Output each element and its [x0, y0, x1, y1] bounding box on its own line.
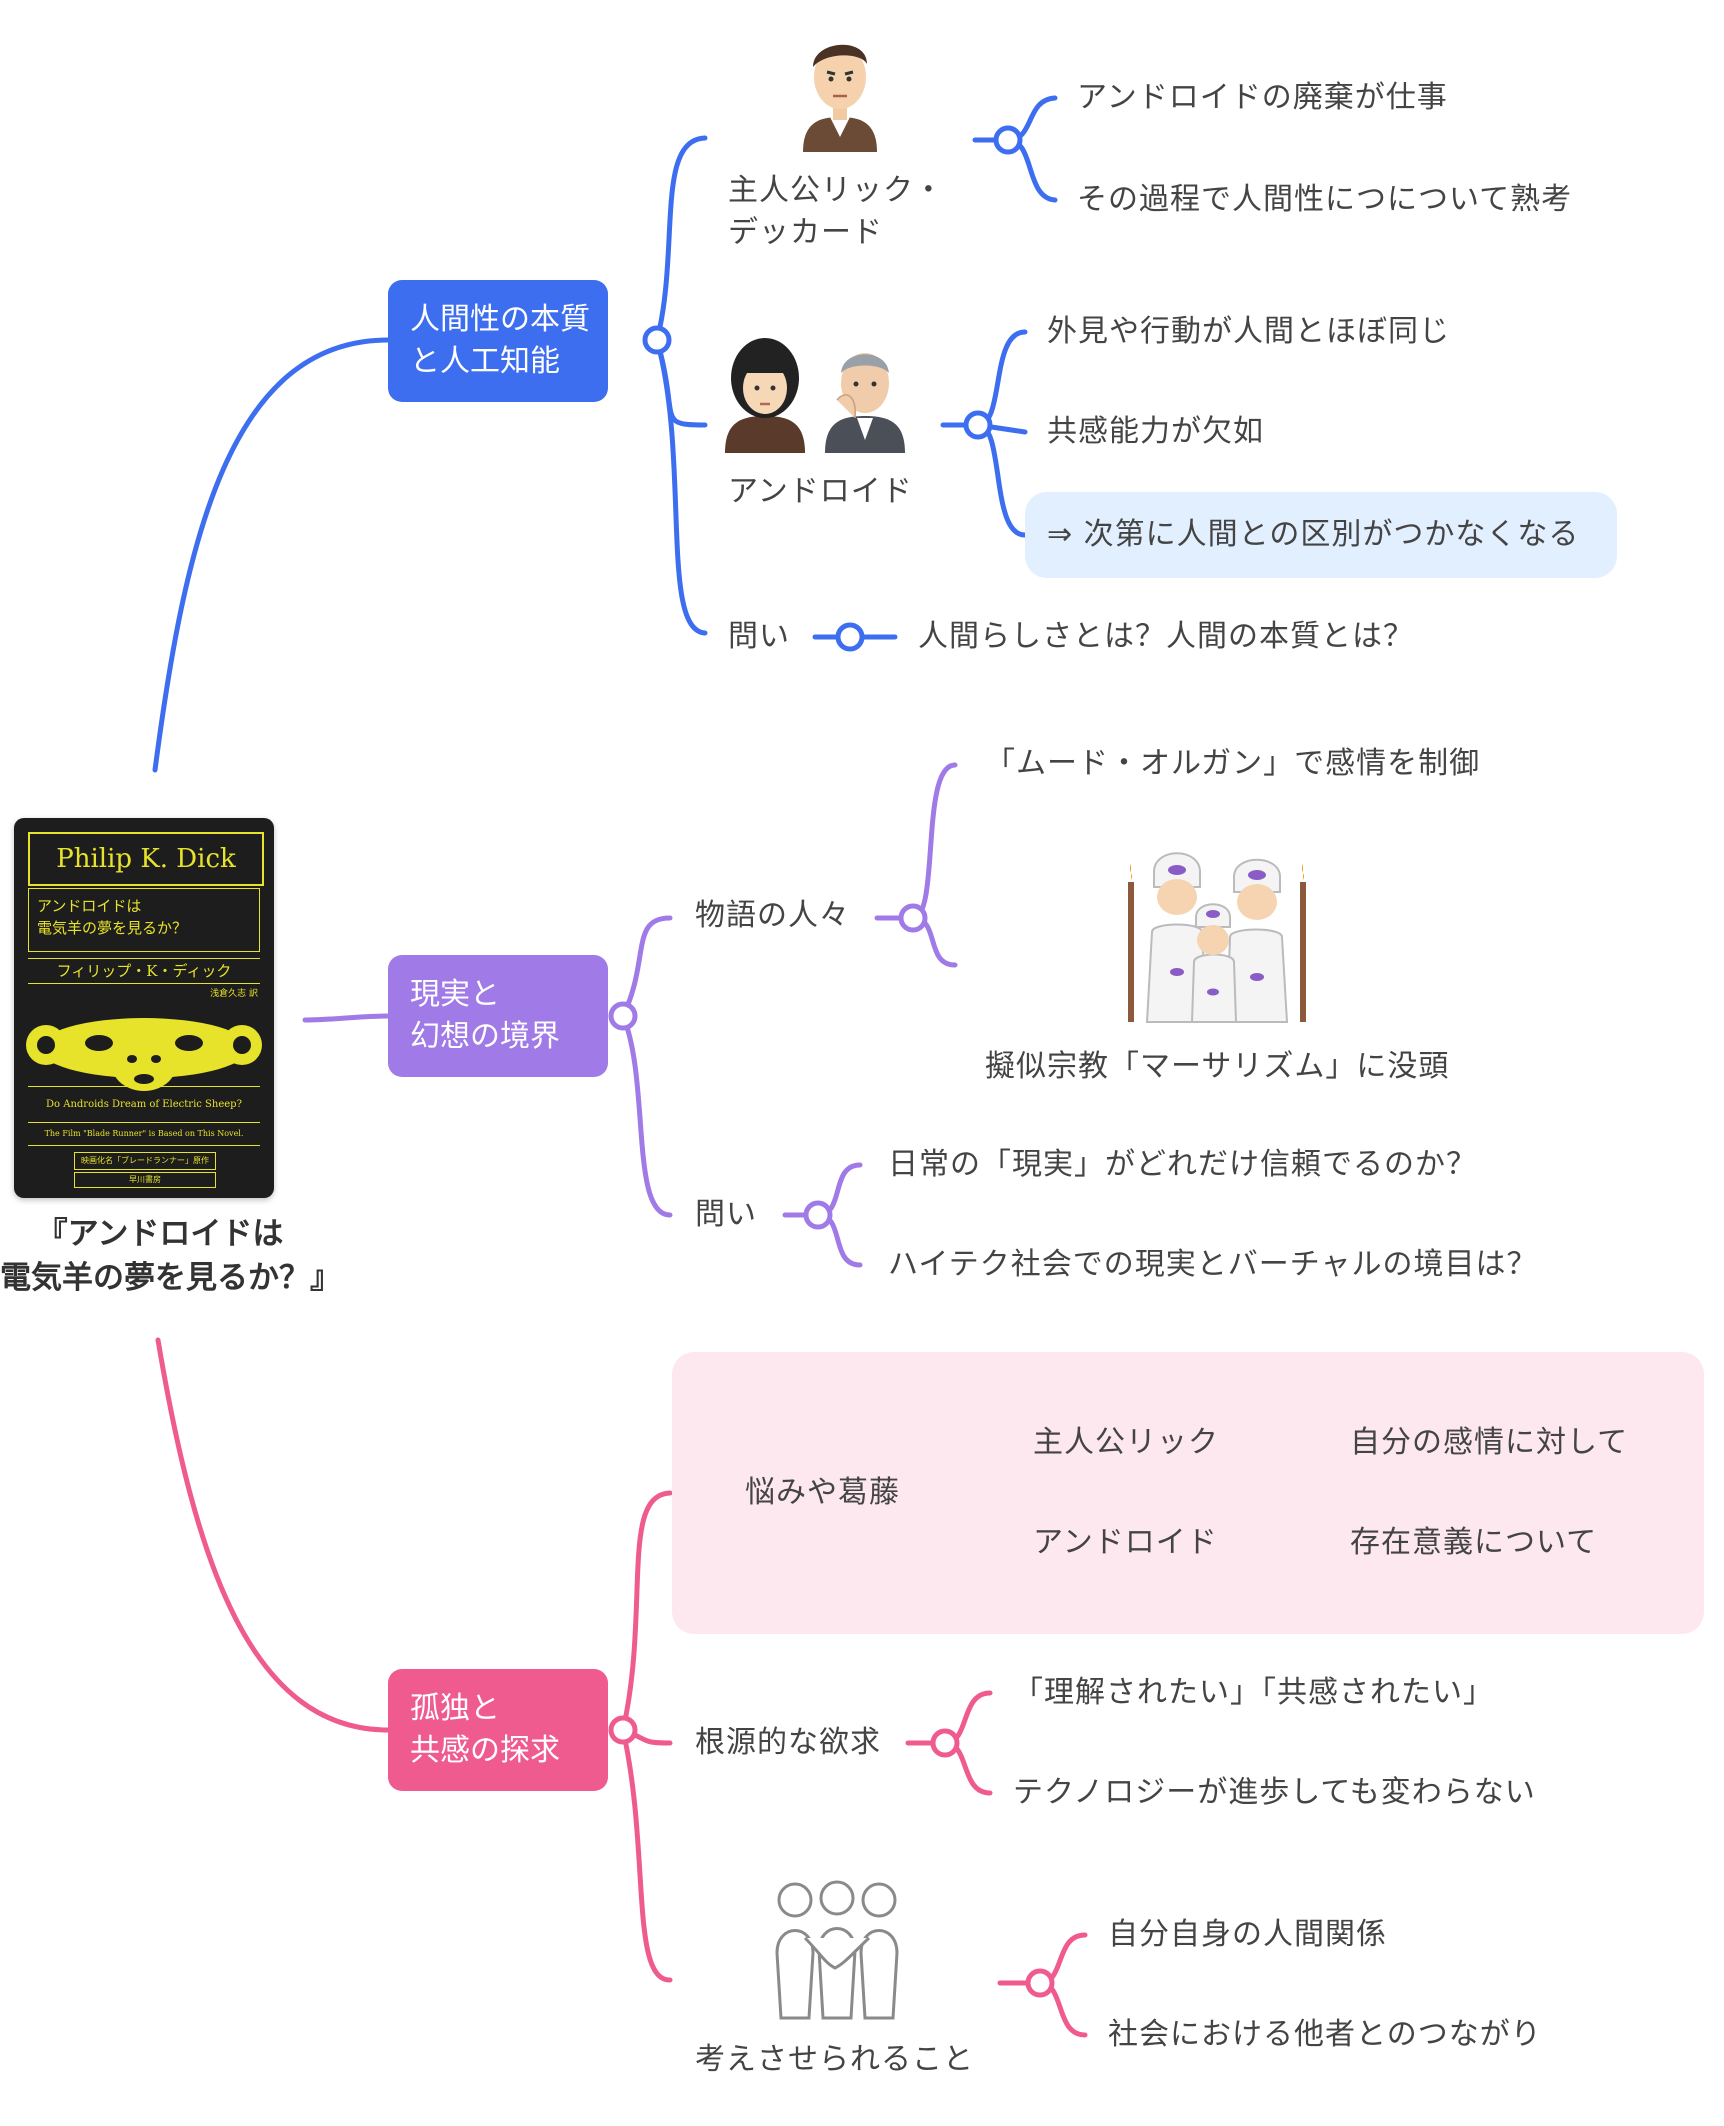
node-reality-question[interactable]: 問い: [695, 1197, 757, 1232]
leaf-android-appearance[interactable]: 外見や行動が人間とほぼ同じ: [1047, 314, 1450, 349]
link-reality-children: [620, 915, 673, 1218]
conflict-group-box: [672, 1352, 1704, 1634]
node-protagonist[interactable]: 主人公リック・ デッカード: [728, 173, 945, 250]
ram-heads-illustration: [26, 1018, 262, 1091]
node-dot-reflection: [1025, 1968, 1055, 1998]
node-people[interactable]: 物語の人々: [695, 898, 850, 933]
node-humanity-question[interactable]: 問い: [728, 619, 790, 654]
link-root-humanity: [152, 337, 391, 773]
node-dot-loneliness: [608, 1715, 638, 1745]
cover-title-en: Do Androids Dream of Electric Sheep?: [28, 1086, 260, 1123]
link-root-reality: [302, 1013, 391, 1023]
protagonist-portrait-icon: [803, 44, 877, 152]
link-people: [874, 762, 958, 968]
cover-title-jp: アンドロイドは 電気羊の夢を見るか？: [28, 888, 260, 952]
people-holding-hands-icon: [775, 1880, 899, 2020]
leaf-humanity-question[interactable]: 人間らしさとは？人間の本質とは？: [918, 619, 1414, 654]
leaf-protagonist-reflection[interactable]: その過程で人間性につについて熟考: [1077, 182, 1573, 217]
main-topic-loneliness[interactable]: 孤独と 共感の探求: [388, 1669, 608, 1791]
main-topic-humanity[interactable]: 人間性の本質 と人工知能: [388, 280, 608, 402]
node-dot-reality: [608, 1001, 638, 1031]
node-dot-reality-question: [803, 1200, 833, 1230]
religious-group-icon: [1128, 852, 1306, 1023]
leaf-android-indistinguishable[interactable]: ⇒ 次第に人間との区別がつかなくなる: [1047, 517, 1580, 552]
node-conflict[interactable]: 悩みや葛藤: [745, 1475, 900, 1510]
node-dot-humanity: [642, 325, 672, 355]
main-topic-reality[interactable]: 現実と 幻想の境界: [388, 955, 608, 1077]
leaf-desire-understood[interactable]: 「理解されたい」「共感されたい」: [1013, 1675, 1494, 1710]
cover-author-jp: フィリップ・K・ディック: [28, 958, 260, 984]
highlight-box: [1025, 492, 1617, 578]
leaf-mercerism[interactable]: 擬似宗教「マーサリズム」に没頭: [985, 1049, 1450, 1084]
node-dot-people: [898, 903, 928, 933]
book-cover[interactable]: Philip K. Dick アンドロイドは 電気羊の夢を見るか？ フィリップ・…: [14, 818, 274, 1198]
node-desire[interactable]: 根源的な欲求: [695, 1725, 881, 1760]
leaf-conflict-rick-detail[interactable]: 自分の感情に対して: [1350, 1425, 1629, 1460]
leaf-reflection-society[interactable]: 社会における他者とのつながり: [1108, 2017, 1542, 2052]
node-dot-protagonist: [993, 125, 1023, 155]
leaf-mood-organ[interactable]: 「ムード・オルガン」で感情を制御: [985, 746, 1481, 781]
link-humanity-children: [654, 135, 708, 636]
cover-author-en: Philip K. Dick: [28, 832, 264, 886]
leaf-conflict-android-detail[interactable]: 存在意義について: [1350, 1525, 1598, 1560]
leaf-conflict-android[interactable]: アンドロイド: [1033, 1525, 1218, 1560]
leaf-android-empathy[interactable]: 共感能力が欠如: [1047, 414, 1264, 449]
leaf-desire-unchanging[interactable]: テクノロジーが進歩しても変わらない: [1013, 1775, 1536, 1810]
node-android[interactable]: アンドロイド: [728, 474, 913, 509]
node-dot-desire: [930, 1728, 960, 1758]
leaf-reality-virtual[interactable]: ハイテク社会での現実とバーチャルの境目は？: [888, 1247, 1538, 1282]
root-title[interactable]: 『アンドロイドは 電気羊の夢を見るか？』: [0, 1216, 341, 1296]
cover-film-jp: 映画化名「ブレードランナー」原作: [74, 1152, 216, 1170]
leaf-conflict-rick[interactable]: 主人公リック: [1033, 1425, 1219, 1460]
leaf-reflection-relationships[interactable]: 自分自身の人間関係: [1108, 1917, 1387, 1952]
leaf-protagonist-job[interactable]: アンドロイドの廃棄が仕事: [1077, 80, 1448, 115]
cover-film-note: The Film "Blade Runner" is Based on This…: [28, 1122, 260, 1146]
link-root-loneliness: [155, 1337, 391, 1733]
node-dot-humanity-question: [835, 622, 865, 652]
cover-publisher: 早川書房: [74, 1172, 216, 1188]
node-reflection[interactable]: 考えさせられること: [695, 2042, 974, 2077]
node-dot-android: [963, 410, 993, 440]
android-characters-icon: [725, 338, 905, 453]
leaf-reality-trust[interactable]: 日常の「現実」がどれだけ信頼でるのか？: [888, 1147, 1477, 1182]
cover-translator: 浅倉久志 訳: [210, 989, 258, 999]
